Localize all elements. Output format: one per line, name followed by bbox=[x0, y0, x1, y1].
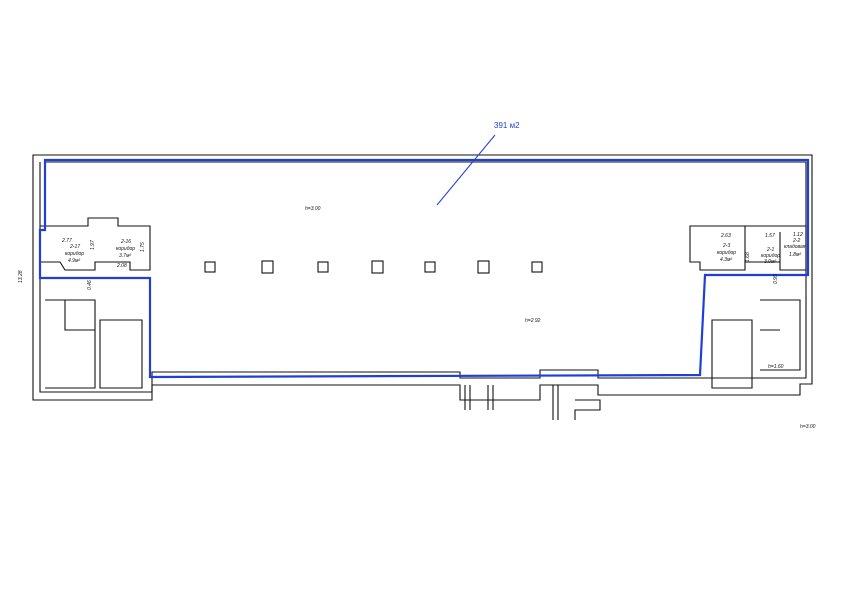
dim: 2.63 bbox=[720, 233, 731, 239]
inner-wall bbox=[39, 161, 807, 393]
height-main-upper: h=3.00 bbox=[305, 206, 321, 212]
room-name: коридор bbox=[116, 246, 135, 252]
highlighted-area-outline bbox=[38, 158, 810, 379]
dim: 1.97 bbox=[90, 240, 96, 250]
room-name: коридор bbox=[717, 250, 736, 256]
room-id: 2-1 bbox=[766, 247, 774, 253]
room-name: коридор bbox=[761, 253, 780, 259]
room-area: 3.7м² bbox=[119, 253, 131, 259]
outer-wall bbox=[32, 154, 813, 401]
dim: 0.46 bbox=[87, 280, 93, 290]
room-area: 1.8м² bbox=[789, 252, 801, 258]
overall-dimension: 13.28 bbox=[18, 270, 24, 283]
room-name: кладовая bbox=[784, 244, 806, 250]
dim: 0.95 bbox=[773, 274, 779, 284]
height-outside: h=3.00 bbox=[800, 424, 816, 430]
room-id: 2-17 bbox=[69, 244, 80, 250]
area-label: 391 м2 bbox=[494, 121, 520, 130]
height-stair-right: h=1.60 bbox=[768, 364, 784, 370]
dim: 2.08 bbox=[116, 263, 127, 269]
dim: 2.77 bbox=[61, 238, 72, 244]
room-name: коридор bbox=[65, 251, 84, 257]
entrance-steps bbox=[464, 385, 601, 420]
room-id: 2-3 bbox=[722, 243, 730, 249]
left-stair bbox=[45, 299, 143, 389]
room-area: 3.0м² bbox=[764, 259, 776, 265]
dim: 1.75 bbox=[140, 242, 146, 252]
dim: 1.68 bbox=[745, 252, 751, 262]
room-area: 4.3м² bbox=[720, 257, 732, 263]
columns bbox=[204, 260, 543, 274]
room-id: 2-2 bbox=[792, 238, 800, 244]
room-area: 4.9м² bbox=[68, 258, 80, 264]
right-stair bbox=[711, 299, 801, 389]
height-main-lower: h=2.92 bbox=[525, 318, 541, 324]
room-id: 2-16 bbox=[120, 239, 131, 245]
dim: 1.12 bbox=[793, 232, 803, 238]
area-leader-line bbox=[436, 134, 496, 206]
dim: 1.57 bbox=[765, 233, 775, 239]
left-rooms-walls bbox=[40, 217, 151, 271]
right-rooms-walls bbox=[689, 225, 807, 271]
